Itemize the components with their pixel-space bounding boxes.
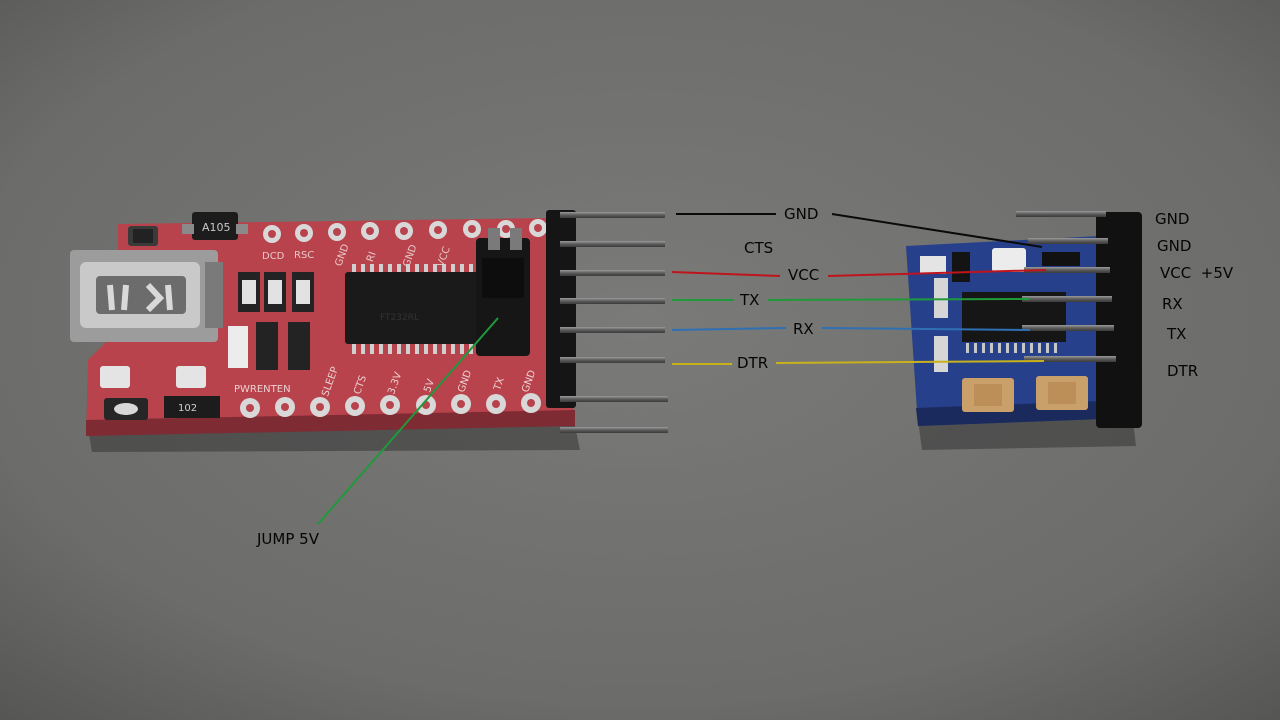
silk-5v: 5V: [422, 378, 437, 394]
side-header-housing: [546, 210, 576, 408]
diode-label: A105: [202, 221, 231, 234]
jumper-label: JUMP 5V: [257, 530, 319, 548]
vcc-label: VCC: [788, 266, 820, 284]
usb-connector: [70, 250, 223, 342]
silk-rsc: RSC: [294, 250, 314, 261]
target-pin-dtr: DTR: [1167, 362, 1199, 380]
ftdi-chip: FT232RL: [345, 264, 483, 354]
target-pin-gnd-2: GND: [1157, 237, 1192, 255]
smd-components: 102: [100, 272, 314, 420]
side-header-pins: [560, 212, 668, 433]
ftdi-board: A105 DCD RSC GND RI GND VCC: [70, 210, 668, 452]
rx-label: RX: [793, 320, 814, 338]
dtr-label: DTR: [737, 354, 769, 372]
target-header-pins: [1016, 211, 1116, 362]
resistor-label: 102: [178, 403, 197, 414]
dtr-wire-right: [775, 360, 1045, 364]
wires: [317, 213, 1047, 525]
ftdi-pcb-edge: [86, 410, 575, 436]
gnd-wire-right: [831, 213, 1043, 248]
jumper-header: [476, 228, 530, 356]
target-header-housing: [1096, 212, 1142, 428]
jumper-pointer: [317, 317, 499, 525]
target-pin-gnd-1: GND: [1155, 210, 1190, 228]
rx-wire-right: [821, 327, 1031, 331]
target-pin-vcc: VCC +5V: [1160, 264, 1234, 282]
vcc-wire-right: [827, 269, 1047, 277]
tx-wire-right: [767, 298, 1031, 301]
target-smd: [920, 248, 1080, 372]
target-pin-tx: TX: [1167, 325, 1187, 343]
rx-wire-left: [671, 327, 787, 331]
vcc-wire-left: [671, 271, 781, 277]
tx-label: TX: [740, 291, 760, 309]
cts-label: CTS: [744, 239, 774, 257]
gnd-label: GND: [784, 205, 819, 223]
target-capacitors: [962, 376, 1088, 412]
svg-text:FT232RL: FT232RL: [380, 313, 419, 323]
silk-dcd: DCD: [262, 251, 285, 262]
silk-pwrenten: PWRENTEN: [234, 384, 291, 395]
target-board: [906, 211, 1142, 450]
silk-ri: RI: [365, 250, 379, 263]
target-pin-rx: RX: [1162, 295, 1183, 313]
diode-a105: [192, 212, 238, 240]
silk-tx-bot: TX: [492, 376, 507, 393]
